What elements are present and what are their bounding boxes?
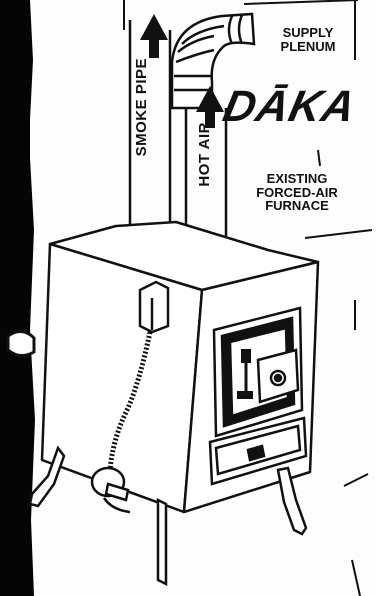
supply-plenum-label: SUPPLY PLENUM — [262, 26, 354, 53]
left-edge-shadow — [0, 0, 30, 596]
up-arrow-icon — [140, 14, 168, 58]
existing-furnace-label-line3: FURNACE — [236, 199, 358, 213]
supply-plenum-label-line2: PLENUM — [262, 40, 354, 54]
ash-drawer-handle — [248, 446, 264, 460]
supply-plenum-label-line1: SUPPLY — [262, 26, 354, 40]
brand-logo-text: DĀKA — [219, 84, 360, 130]
left-clip — [8, 331, 34, 355]
furnace-left-face — [42, 244, 202, 512]
hot-air-label: HOT AIR — [197, 122, 213, 187]
existing-furnace-label: EXISTING FORCED-AIR FURNACE — [236, 172, 358, 213]
existing-furnace-label-line1: EXISTING — [236, 172, 358, 186]
existing-furnace-label-line2: FORCED-AIR — [236, 186, 358, 200]
electrical-box — [140, 282, 168, 332]
smoke-pipe-label: SMOKE PIPE — [134, 58, 150, 156]
